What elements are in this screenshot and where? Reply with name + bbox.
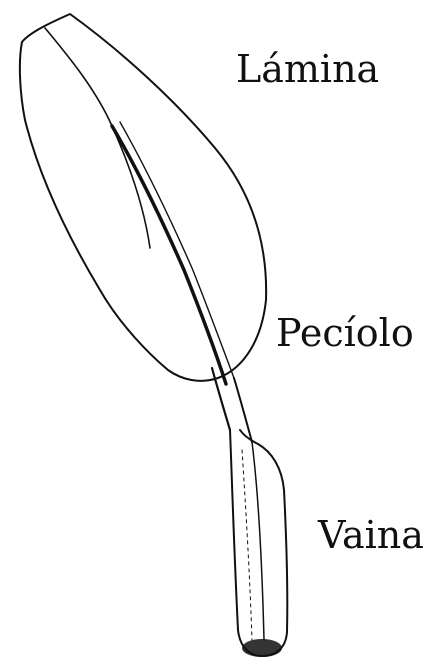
vaina-outline [230, 430, 287, 656]
midrib-line [112, 126, 226, 384]
label-vaina: Vaina [318, 516, 424, 554]
label-lamina: Lámina [236, 50, 379, 88]
lamina-outline [20, 14, 266, 381]
label-peciolo: Pecíolo [276, 314, 414, 352]
vaina-inner-line [252, 442, 264, 640]
vaina-base-shading [242, 639, 282, 657]
vaina-fiber-line [242, 450, 252, 640]
